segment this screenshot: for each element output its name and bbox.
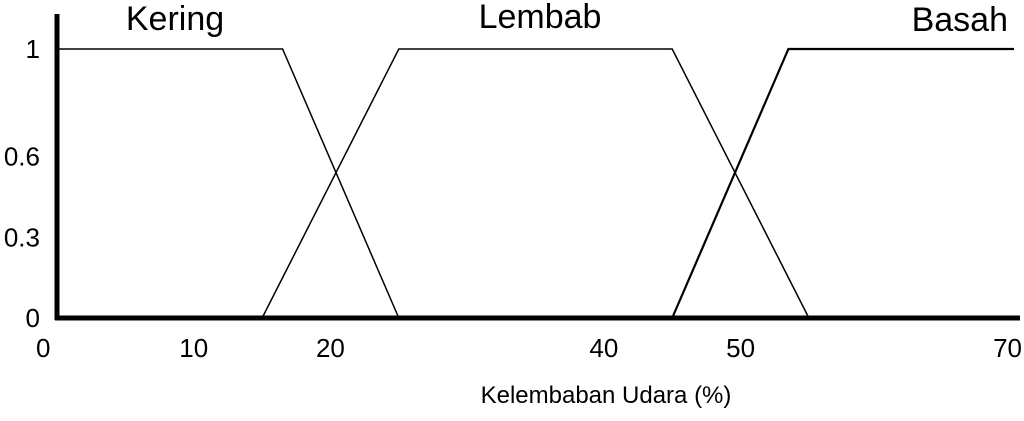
axis-layer (54, 14, 1020, 321)
y-tick-label: 1 (26, 34, 40, 64)
x-tick-label: 0 (36, 333, 50, 363)
series-line-lembab (261, 48, 810, 319)
y-tick-label: 0.6 (4, 142, 40, 172)
series-line-kering (57, 48, 400, 319)
x-tick-label: 40 (589, 333, 618, 363)
x-axis-title: Kelembaban Udara (%) (481, 382, 732, 409)
series-label-kering: Kering (126, 0, 224, 38)
x-tick-label: 20 (316, 333, 345, 363)
series-line-basah (671, 47, 1014, 319)
y-tick-labels: 0 0.3 0.6 1 (4, 34, 40, 333)
series-labels: Kering Lembab Basah (126, 0, 1008, 39)
y-tick-label: 0.3 (4, 222, 40, 252)
series-label-lembab: Lembab (479, 0, 602, 36)
series-label-basah: Basah (912, 1, 1008, 39)
x-tick-label: 50 (726, 333, 755, 363)
x-tick-label: 10 (179, 333, 208, 363)
series-layer (57, 47, 1014, 319)
x-tick-label: 70 (993, 333, 1022, 363)
x-tick-labels: 0 10 20 40 50 70 (36, 333, 1022, 363)
y-tick-label: 0 (26, 303, 40, 333)
